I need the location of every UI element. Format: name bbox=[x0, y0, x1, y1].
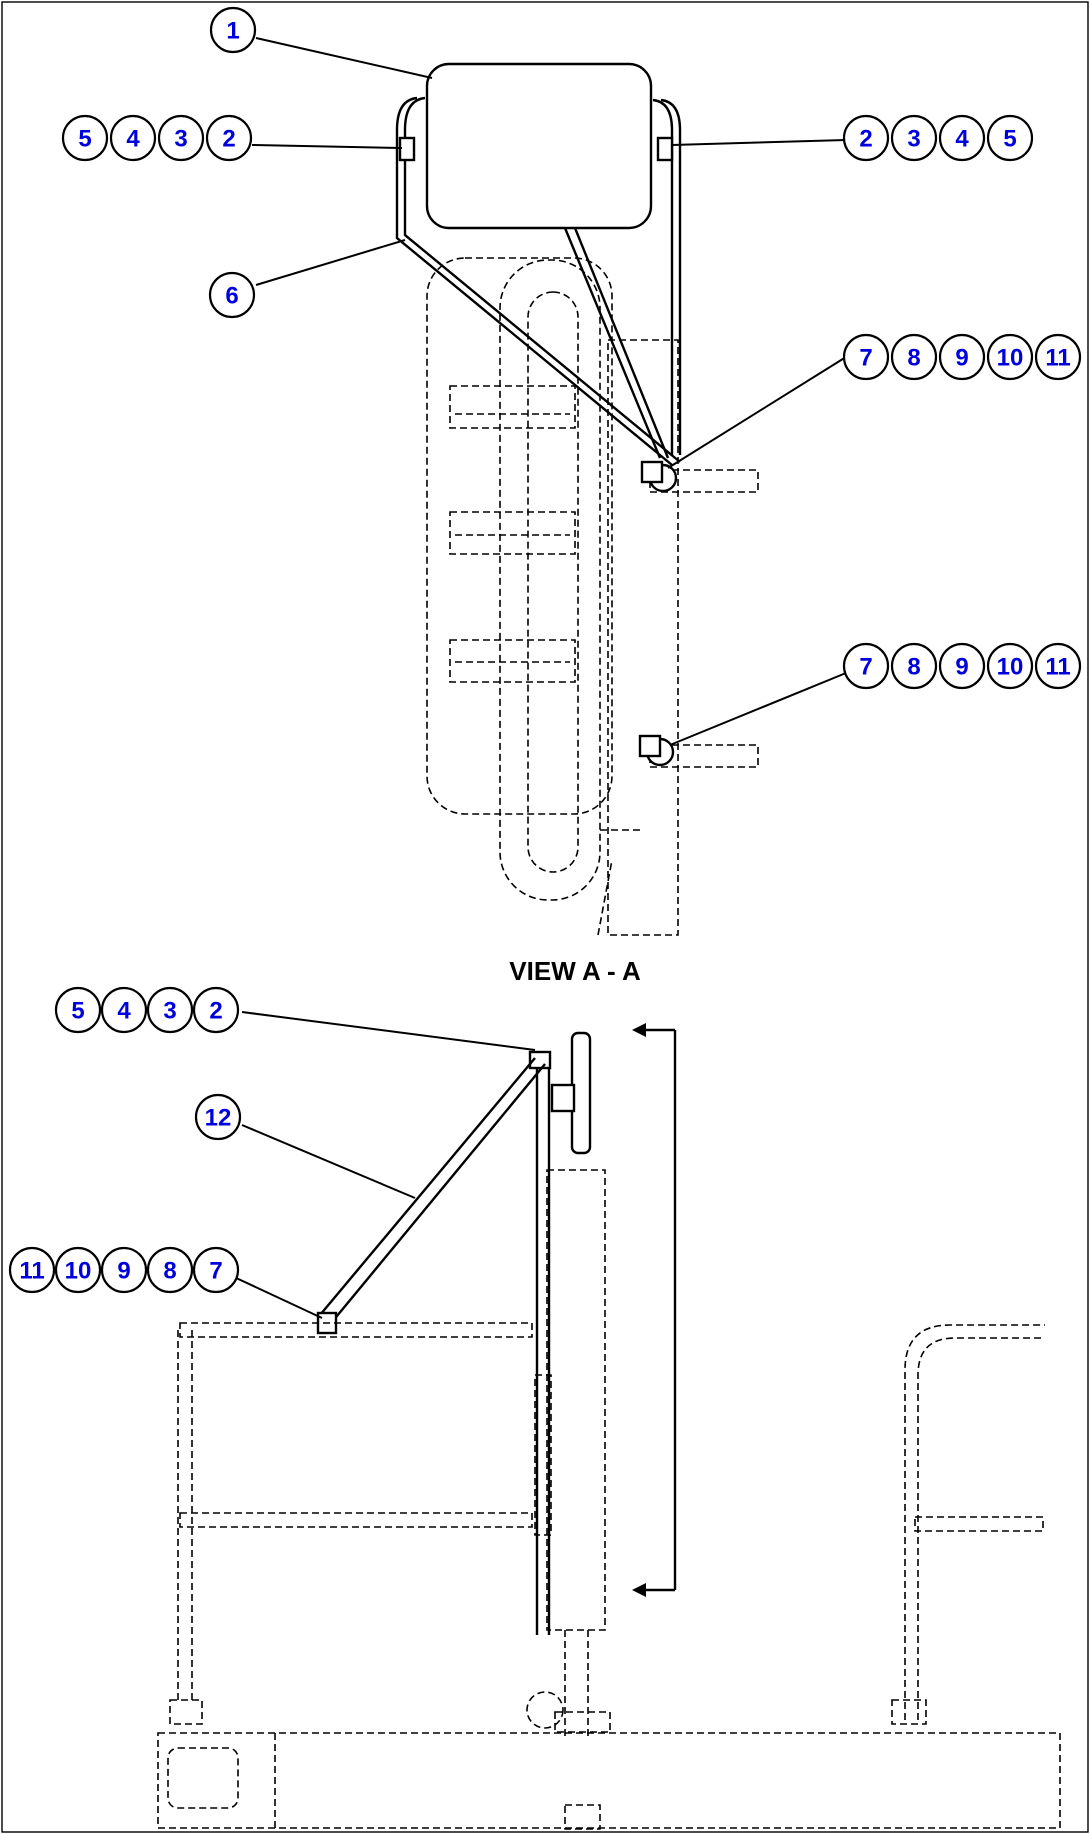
callout-number: 7 bbox=[859, 345, 872, 372]
callout-number: 2 bbox=[859, 126, 872, 153]
callout-balloon bbox=[890, 642, 938, 690]
callout-number: 10 bbox=[65, 1258, 92, 1285]
callout-number: 3 bbox=[907, 126, 920, 153]
callout-group-c-side-12: 12 bbox=[194, 1093, 242, 1141]
callout-number: 10 bbox=[997, 345, 1024, 372]
callout-number: 8 bbox=[163, 1258, 176, 1285]
callout-number: 2 bbox=[209, 998, 222, 1025]
callout-balloon bbox=[100, 986, 148, 1034]
callout-balloon bbox=[54, 986, 102, 1034]
callout-number: 4 bbox=[117, 998, 131, 1025]
callout-balloon bbox=[54, 1246, 102, 1294]
callout-balloon bbox=[890, 114, 938, 162]
callout-group-c-top-1: 1 bbox=[209, 6, 257, 54]
callout-number: 11 bbox=[19, 1258, 44, 1285]
callout-balloon bbox=[209, 6, 257, 54]
callout-number: 9 bbox=[117, 1258, 130, 1285]
callout-number: 3 bbox=[163, 998, 176, 1025]
callout-number: 5 bbox=[1003, 126, 1016, 153]
callout-number: 9 bbox=[955, 345, 968, 372]
callout-number: 2 bbox=[222, 126, 235, 153]
callout-balloon bbox=[208, 271, 256, 319]
callout-number: 7 bbox=[209, 1258, 222, 1285]
callout-balloon bbox=[146, 1246, 194, 1294]
callout-balloon bbox=[842, 114, 890, 162]
view-label: VIEW A - A bbox=[509, 956, 641, 986]
callout-number: 8 bbox=[907, 654, 920, 681]
callout-group-c-lower-mount: 7 8 9 10 11 bbox=[842, 642, 1082, 690]
callout-number: 4 bbox=[955, 126, 969, 153]
callout-balloon bbox=[986, 114, 1034, 162]
callout-number: 11 bbox=[1045, 654, 1070, 681]
callout-balloon bbox=[100, 1246, 148, 1294]
callout-number: 6 bbox=[225, 283, 238, 310]
callout-number: 12 bbox=[205, 1105, 232, 1132]
callout-balloon bbox=[938, 333, 986, 381]
callout-number: 8 bbox=[907, 345, 920, 372]
callout-number: 3 bbox=[174, 126, 187, 153]
callout-balloon bbox=[986, 642, 1034, 690]
callout-balloon bbox=[109, 114, 157, 162]
callout-group-c-top-right: 2 3 4 5 bbox=[842, 114, 1034, 162]
callout-balloon bbox=[938, 642, 986, 690]
callout-group-c-side-bottom: 11 10 9 8 7 bbox=[8, 1246, 240, 1294]
callout-balloon bbox=[938, 114, 986, 162]
callout-balloon bbox=[890, 333, 938, 381]
callout-balloon bbox=[1034, 642, 1082, 690]
callout-balloon bbox=[842, 333, 890, 381]
callout-balloon bbox=[8, 1246, 56, 1294]
callout-number: 10 bbox=[997, 654, 1024, 681]
callout-number: 11 bbox=[1045, 345, 1070, 372]
callout-balloon bbox=[986, 333, 1034, 381]
callout-group-c-top-left: 5 4 3 2 bbox=[61, 114, 253, 162]
callout-number: 5 bbox=[71, 998, 84, 1025]
callout-balloon bbox=[192, 986, 240, 1034]
mirror-head bbox=[425, 62, 653, 230]
side-view-drawing bbox=[157, 1023, 1061, 1830]
callout-balloons: 1 5 4 3 2 2 3 4 5 6 7 8 9 10 11 7 8 9 10 11 5 4 3 2 12 11 10 9 8 7 bbox=[8, 6, 1082, 1294]
callout-group-c-side-top: 5 4 3 2 bbox=[54, 986, 240, 1034]
callout-group-c-upper-mount: 7 8 9 10 11 bbox=[842, 333, 1082, 381]
callout-balloon bbox=[205, 114, 253, 162]
callout-number: 4 bbox=[126, 126, 140, 153]
callout-balloon bbox=[157, 114, 205, 162]
callout-balloon bbox=[146, 986, 194, 1034]
callout-balloon bbox=[192, 1246, 240, 1294]
callout-number: 5 bbox=[78, 126, 91, 153]
callout-balloon bbox=[842, 642, 890, 690]
callout-number: 7 bbox=[859, 654, 872, 681]
callout-group-c-top-6: 6 bbox=[208, 271, 256, 319]
view-a-a-drawing bbox=[395, 62, 759, 936]
leader-lines bbox=[233, 37, 847, 1319]
callout-balloon bbox=[194, 1093, 242, 1141]
callout-balloon bbox=[1034, 333, 1082, 381]
callout-number: 9 bbox=[955, 654, 968, 681]
callout-number: 1 bbox=[226, 18, 239, 45]
callout-balloon bbox=[61, 114, 109, 162]
